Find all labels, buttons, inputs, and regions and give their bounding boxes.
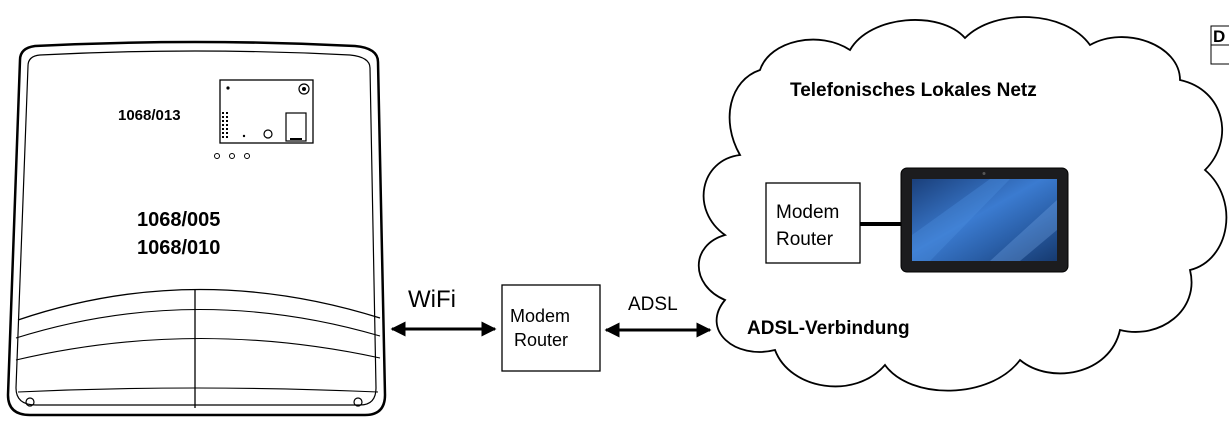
remote-router-line-2: Router [776,229,834,250]
module-label: 1068/013 [118,107,181,124]
corner-fragment-text: D [1213,27,1225,46]
wifi-module-board [214,79,314,159]
remote-router-line-1: Modem [776,202,839,223]
remote-modem-router: Modem Router [765,182,861,264]
local-modem-router: Modem Router [501,284,601,372]
local-router-line-1: Modem [510,306,570,326]
tablet-icon [900,167,1069,273]
adsl-label: ADSL [628,294,678,315]
pin-header [222,112,228,138]
corner-fragment-box: D [1210,25,1229,65]
cloud-title: Telefonisches Lokales Netz [790,80,1037,101]
adsl-connection-label: ADSL-Verbindung [747,318,910,339]
model-label-1: 1068/005 [137,209,220,231]
wifi-label: WiFi [408,286,456,313]
indicator-leds [214,153,250,159]
local-router-line-2: Router [514,330,568,350]
model-label-2: 1068/010 [137,237,220,259]
